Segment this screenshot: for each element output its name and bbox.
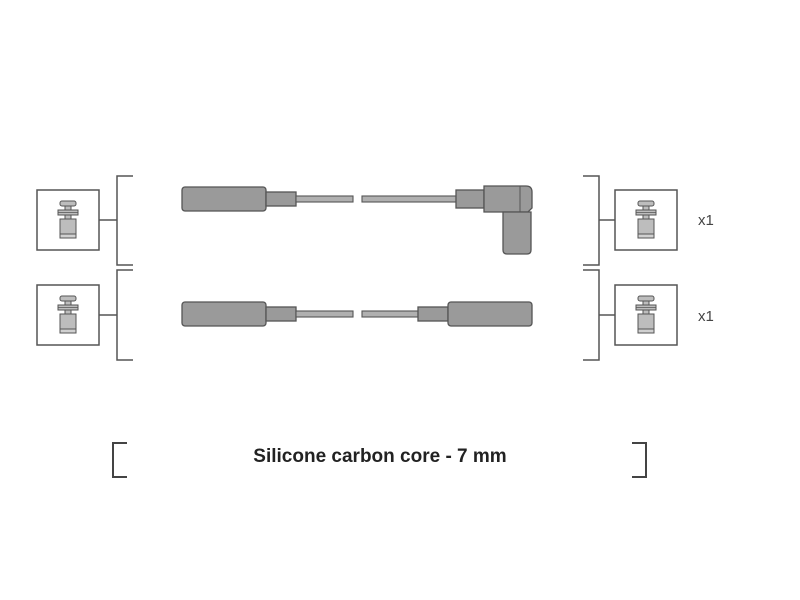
spec-bracket-left — [112, 442, 127, 478]
right-terminal-box-1 — [614, 189, 678, 251]
quantity-label-2: x1 — [698, 308, 714, 325]
angled-boot — [483, 185, 533, 255]
lead-row-2 — [36, 269, 678, 361]
left-bracket-2 — [116, 269, 133, 361]
left-terminal-box-2 — [36, 284, 100, 346]
spec-bracket-right — [632, 442, 647, 478]
right-bracket-2 — [583, 269, 600, 361]
left-bracket-1 — [116, 175, 133, 266]
straight-boot — [181, 186, 267, 212]
lead-row-1 — [36, 175, 678, 266]
straight-boot — [447, 301, 533, 327]
right-bracket-1 — [583, 175, 600, 266]
right-terminal-box-2 — [614, 284, 678, 346]
lead-cable-1 — [181, 185, 533, 255]
quantity-label-1: x1 — [698, 212, 714, 229]
left-terminal-box-1 — [36, 189, 100, 251]
straight-boot — [181, 301, 267, 327]
lead-cable-2 — [181, 301, 533, 327]
specification-text: Silicone carbon core - 7 mm — [253, 446, 507, 467]
